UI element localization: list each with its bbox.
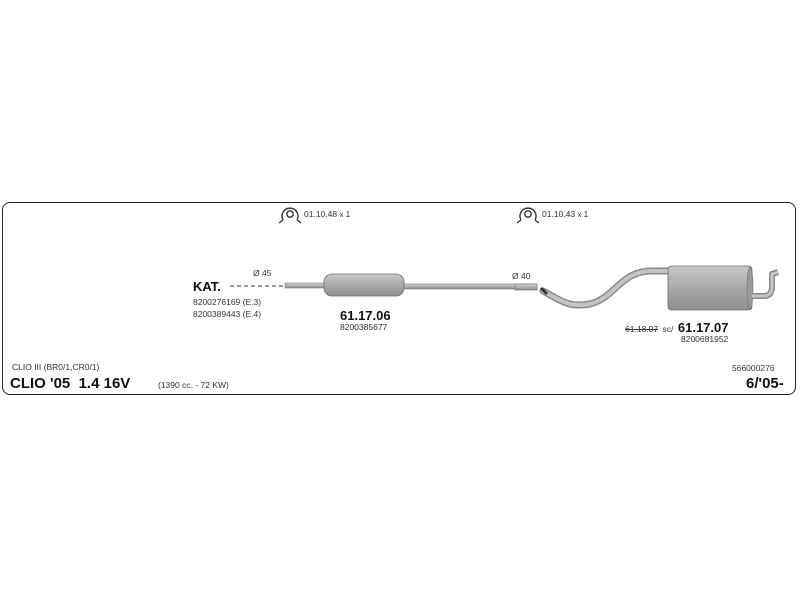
vehicle-model-line: CLIO III (BR0/1,CR0/1) [12,362,100,372]
middle-muffler [323,273,405,297]
rear-sc-label: sc/ [662,324,674,334]
vehicle-from-date: 6/'05- [746,375,784,392]
diameter-45: Ø 45 [253,268,272,278]
vehicle-title: CLIO '05 1.4 16V [10,375,131,392]
rear-muffler [667,265,754,311]
kat-label: KAT. [193,279,221,294]
rear-old-part: 61.18.07 [625,324,659,334]
diameter-40: Ø 40 [512,271,531,281]
rear-part-number: 61.17.07 [677,320,729,335]
vehicle-spec: (1390 cc. - 72 KW) [158,380,229,390]
rear-oem: 8200681952 [681,334,729,344]
middle-section-pipe [284,282,538,291]
middle-oem: 8200385677 [340,322,388,332]
diagram-panel [2,202,796,395]
clamp-icon [516,207,540,224]
clamp-code-2: 01.10.43 x 1 [542,209,589,219]
rear-part-group: 61.18.07 sc/ 61.17.07 [625,320,728,336]
kat-oem-2: 8200389443 (E.4) [193,309,262,319]
kat-oem-1: 8200276169 (E.3) [193,297,262,307]
rear-pipe-flange [539,286,549,296]
vehicle-code: 566000276 [732,363,775,373]
clamp-code-1: 01.10.48 x 1 [304,209,351,219]
tail-pipe [752,269,779,299]
middle-part-number: 61.17.06 [340,308,391,323]
clamp-icon [278,207,302,224]
